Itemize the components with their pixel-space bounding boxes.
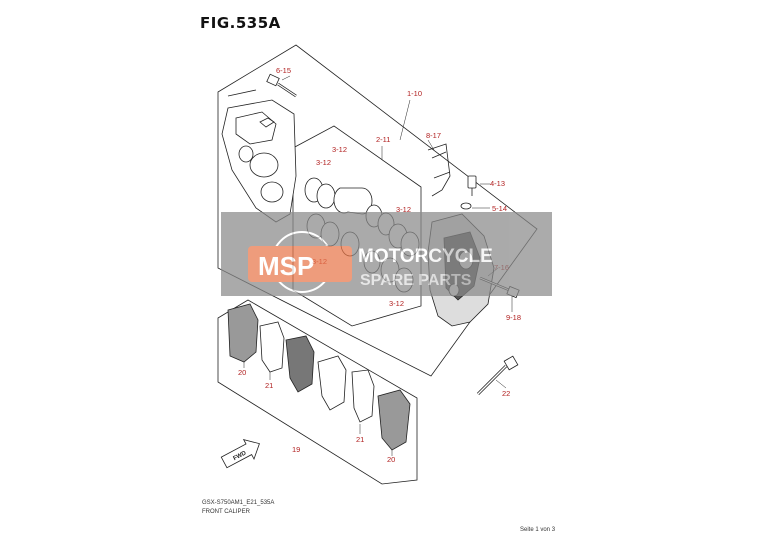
fwd-arrow-icon: FWD — [220, 438, 260, 469]
bleeder-4-13 — [467, 175, 477, 196]
callout-3-12-e: 3-12 — [389, 299, 404, 308]
model-code: GSX-S750AM1_E21_535A — [202, 500, 275, 506]
watermark-logo-text: MSP — [258, 251, 314, 281]
pad-kit-frame — [217, 299, 418, 485]
callout-4-13: 4-13 — [490, 179, 505, 188]
callout-21-a: 21 — [265, 381, 273, 390]
callout-3-12-a: 3-12 — [332, 145, 347, 154]
watermark-line2: SPARE PARTS — [360, 272, 472, 289]
brake-pads — [227, 303, 411, 451]
callout-6-15: 6-15 — [276, 66, 291, 75]
figure-title: FIG.535A — [200, 14, 281, 32]
cap-5-14 — [460, 202, 472, 210]
bolt-6-15 — [266, 73, 297, 98]
callout-21-b: 21 — [356, 435, 364, 444]
callout-3-12-b: 3-12 — [316, 158, 331, 167]
callout-1-10: 1-10 — [407, 89, 422, 98]
callout-20-a: 20 — [238, 368, 246, 377]
watermark-logo-badge — [248, 246, 352, 282]
callout-19: 19 — [292, 445, 300, 454]
caliper-outer-half — [221, 89, 297, 223]
diagram-name: FRONT CALIPER — [202, 509, 250, 515]
watermark-line1: MOTORCYCLE — [358, 246, 493, 267]
callout-20-b: 20 — [387, 455, 395, 464]
mounting-bolt-22 — [476, 355, 519, 396]
pad-spring-8-17 — [427, 143, 451, 197]
callout-2-11: 2-11 — [376, 135, 390, 144]
callout-9-18: 9-18 — [506, 313, 521, 322]
callout-3-12-c: 3-12 — [396, 205, 411, 214]
callout-5-14: 5-14 — [492, 204, 507, 213]
callout-22: 22 — [502, 389, 510, 398]
callout-8-17: 8-17 — [426, 131, 441, 140]
page-indicator: Seite 1 von 3 — [520, 527, 556, 533]
watermark: MSP MOTORCYCLE SPARE PARTS — [221, 212, 552, 296]
